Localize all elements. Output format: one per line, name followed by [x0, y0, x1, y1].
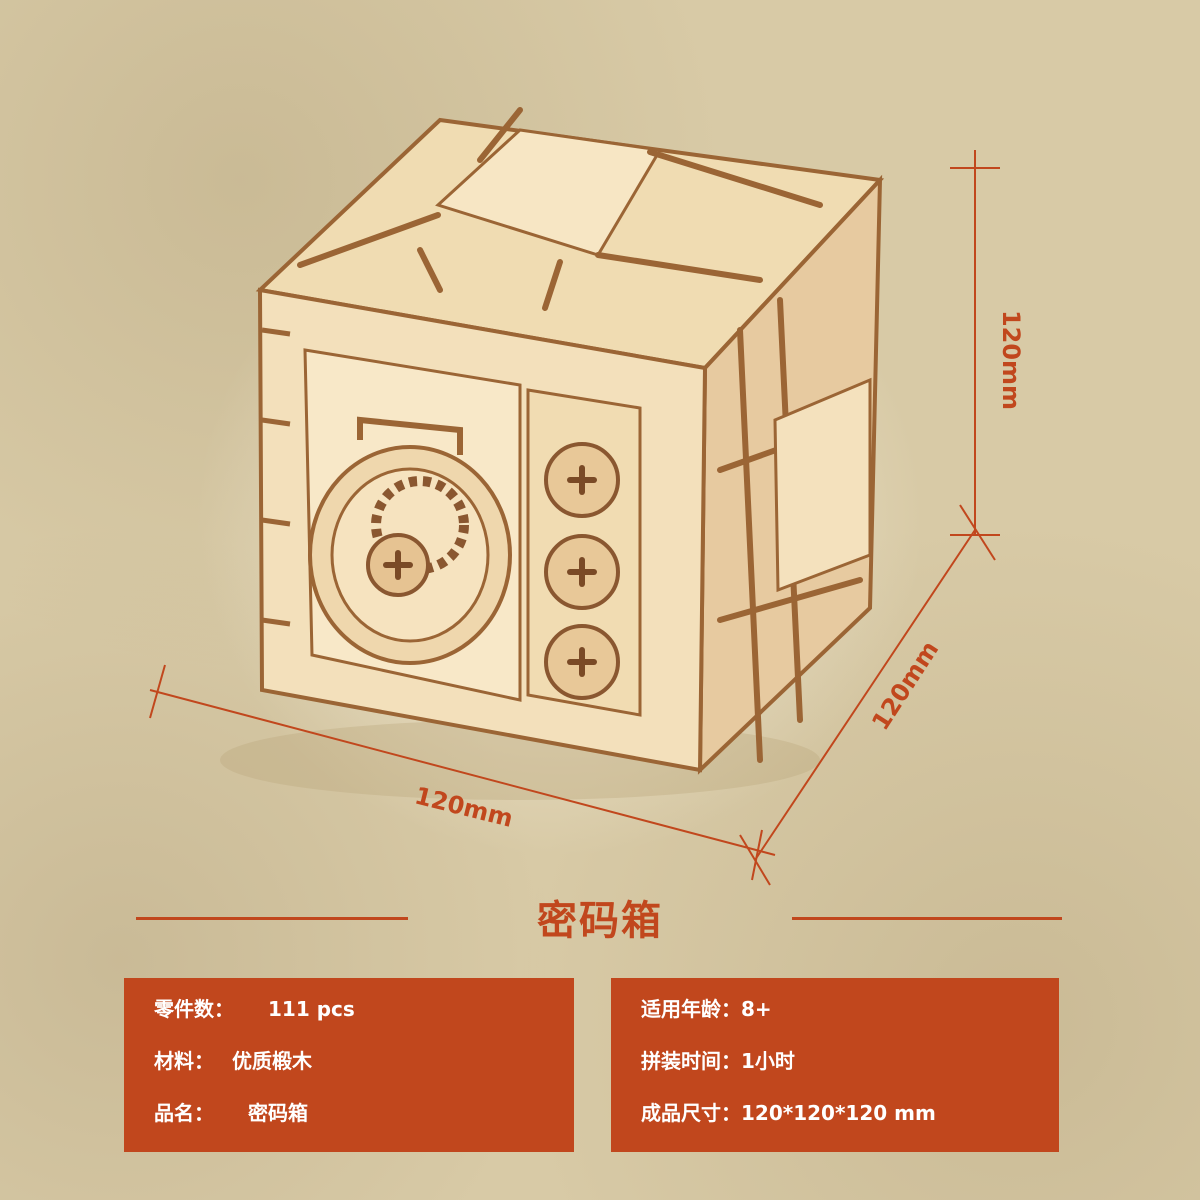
combination-wheels: [544, 442, 620, 700]
spec-label: 成品尺寸：: [641, 1101, 741, 1125]
knob-plus-icon: [383, 550, 413, 580]
wooden-safe-box: [255, 107, 885, 775]
edge-tabs: [261, 327, 291, 627]
spec-value: 1小时: [741, 1049, 795, 1073]
depth-line: [754, 529, 976, 861]
title-rule-right: [792, 917, 1062, 920]
spec-row: 品名： 密码箱: [154, 1098, 544, 1150]
spec-row: 零件数： 111 pcs: [154, 994, 544, 1046]
title-rule-left: [136, 917, 408, 920]
spec-value: 8+: [741, 997, 772, 1021]
product-title: 密码箱: [537, 898, 663, 944]
spec-label: 材料：: [154, 1049, 214, 1073]
spec-value: 120*120*120 mm: [741, 1101, 936, 1125]
spec-label: 拼装时间：: [641, 1049, 741, 1073]
side-plate: [773, 377, 872, 593]
dimension-lines: [149, 150, 1000, 886]
spec-row: 材料： 优质椴木: [154, 1046, 544, 1098]
specs-panel-right: 适用年龄：8+ 拼装时间：1小时 成品尺寸：120*120*120 mm: [611, 978, 1059, 1152]
dimension-height-label: 120mm: [997, 310, 1025, 410]
top-strips: [297, 107, 823, 311]
spec-label: 零件数：: [154, 997, 234, 1021]
spec-label: 品名：: [154, 1101, 214, 1125]
width-line: [149, 689, 776, 856]
spec-value: 密码箱: [248, 1101, 308, 1125]
dimension-depth-label: 120mm: [866, 636, 944, 735]
spec-label: 适用年龄：: [641, 997, 741, 1021]
spec-value: 111 pcs: [268, 997, 355, 1021]
spec-value: 优质椴木: [232, 1049, 312, 1073]
specs-panel-left: 零件数： 111 pcs 材料： 优质椴木 品名： 密码箱: [124, 978, 574, 1152]
top-plate: [435, 128, 663, 257]
spec-row: 拼装时间：1小时: [641, 1046, 1029, 1098]
gear-icon: [371, 476, 469, 574]
spec-row: 适用年龄：8+: [641, 994, 1029, 1046]
handle: [357, 416, 463, 455]
spec-row: 成品尺寸：120*120*120 mm: [641, 1098, 1029, 1150]
